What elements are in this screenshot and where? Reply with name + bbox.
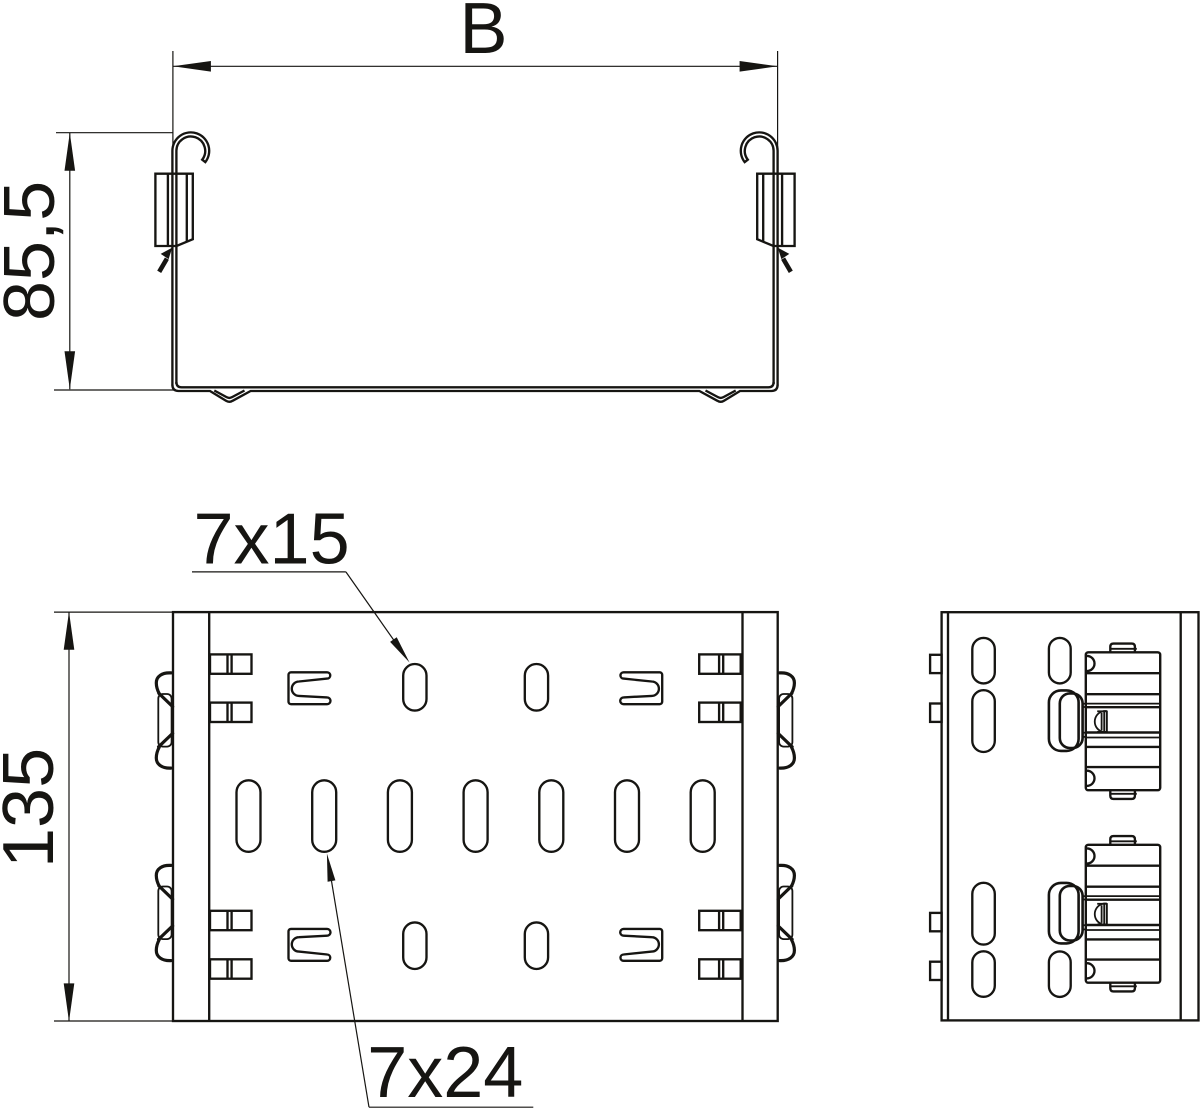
svg-text:135: 135 — [0, 748, 69, 868]
svg-text:B: B — [459, 0, 507, 69]
svg-text:7x15: 7x15 — [194, 500, 350, 580]
svg-text:85,5: 85,5 — [0, 181, 70, 321]
svg-text:7x24: 7x24 — [367, 1033, 523, 1108]
